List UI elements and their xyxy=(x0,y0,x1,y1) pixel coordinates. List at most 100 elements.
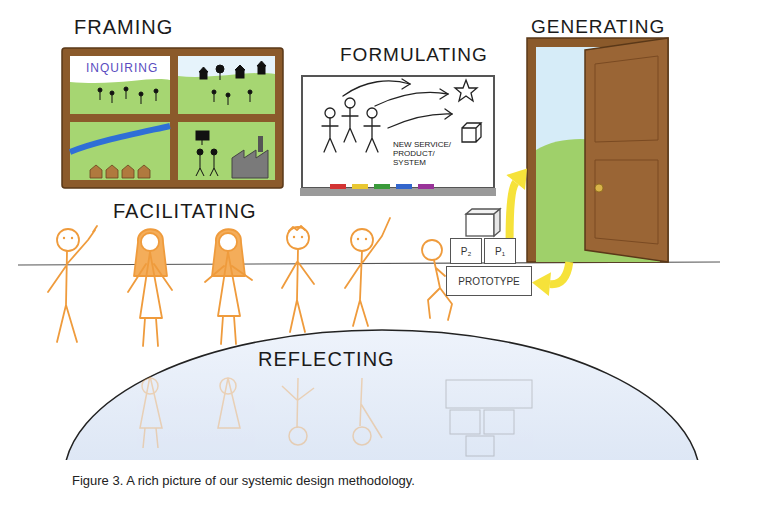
window-picture-part-part xyxy=(248,90,252,94)
arrowhead xyxy=(532,272,551,296)
process-arrow xyxy=(532,262,569,296)
window-picture-part-part xyxy=(199,67,208,72)
window-picture-part-part xyxy=(257,61,266,66)
box-label: PROTOTYPE xyxy=(458,276,520,287)
window-frame: FRAMINGINQUIRING xyxy=(62,16,284,190)
whiteboard-picture-part xyxy=(352,184,368,189)
window-picture-part-part xyxy=(200,72,207,79)
window-picture-part-part xyxy=(258,66,265,74)
stage-heading: FACILITATING xyxy=(113,200,257,223)
window-picture-part-part xyxy=(98,88,102,92)
window-picture-part xyxy=(90,165,150,178)
window-picture-part xyxy=(70,126,170,152)
facilitator-figures-part xyxy=(345,218,390,326)
arrow-shaft xyxy=(510,183,516,238)
window-picture-part-part xyxy=(250,94,251,102)
window-picture-part-part xyxy=(197,149,203,155)
prototype-box: PROTOTYPE xyxy=(446,266,532,296)
stage-heading: FORMULATING xyxy=(340,44,488,66)
door-picture-part xyxy=(595,160,658,244)
window-picture-part-part xyxy=(90,165,102,178)
window-picture-part-part xyxy=(112,95,113,103)
window-picture-part xyxy=(196,131,218,176)
facilitator-figures-part xyxy=(57,229,79,251)
window-picture-part-part xyxy=(220,72,221,80)
facilitator-figures-part xyxy=(141,233,159,251)
process-arrow xyxy=(506,169,527,238)
figure-eyes-part xyxy=(71,237,73,239)
whiteboard-picture-part-part xyxy=(375,93,448,107)
whiteboard-picture-part xyxy=(330,184,346,189)
prototype-box-top xyxy=(466,209,500,236)
facilitator-figures-part xyxy=(48,226,97,342)
whiteboard-picture-part-part xyxy=(364,118,380,152)
door: GENERATING xyxy=(527,16,668,262)
facilitator-figures-part xyxy=(219,233,237,251)
window-picture-part-part xyxy=(141,96,142,104)
window-picture-part-part xyxy=(236,70,244,78)
figure-eyes-part xyxy=(357,238,359,240)
prototype-box-top-part xyxy=(494,209,500,236)
whiteboard-picture-part-part xyxy=(325,108,335,118)
window-picture-part-part xyxy=(122,165,134,178)
window-picture-part xyxy=(178,122,275,180)
window-picture-part xyxy=(199,61,266,105)
whiteboard-picture-part-part xyxy=(402,79,410,89)
window-picture-part xyxy=(70,56,170,114)
window-picture-part-part xyxy=(139,92,143,96)
window-picture-part-part xyxy=(235,65,245,70)
whiteboard: FORMULATING NEW SERVICE/ PRODUCT/ SYSTEM xyxy=(300,44,496,196)
window-picture-part xyxy=(62,48,283,188)
box-label: P₂ xyxy=(461,246,472,257)
whiteboard-picture-part-part xyxy=(440,89,448,99)
facilitator-figures-part xyxy=(282,226,314,332)
prototype-box-top-part xyxy=(466,214,494,236)
stage-heading: REFLECTING xyxy=(258,348,395,371)
whiteboard-picture-part-part xyxy=(462,123,481,142)
whiteboard-picture-part-part xyxy=(367,108,377,118)
window-picture-part-part xyxy=(212,90,216,94)
prototype-box: P₁ xyxy=(484,238,516,264)
whiteboard-picture-part-part xyxy=(322,118,338,152)
arrowhead xyxy=(506,169,527,191)
window-picture-part-part xyxy=(228,97,229,105)
whiteboard-picture-part xyxy=(396,184,412,189)
window-picture-part-part xyxy=(226,93,230,97)
door-picture-part xyxy=(527,38,668,262)
window-picture-part-part xyxy=(200,168,204,176)
window-picture-part-part xyxy=(156,93,157,101)
facilitator-figures xyxy=(48,218,452,346)
window-picture-part-part xyxy=(214,155,215,168)
window-picture-part-part xyxy=(106,165,118,178)
box-label: P₁ xyxy=(495,246,505,257)
whiteboard-picture-part xyxy=(418,184,434,189)
figure-eyes-part xyxy=(365,238,367,240)
door-picture-part xyxy=(595,184,603,192)
window-picture-part xyxy=(258,136,263,152)
window-picture-part-part xyxy=(100,92,101,100)
facilitator-figures-part xyxy=(422,240,442,260)
window-picture-part xyxy=(70,122,170,180)
window-picture-part-part xyxy=(196,131,209,140)
window-picture-part-part xyxy=(214,168,218,176)
window-picture-part-part xyxy=(138,165,150,178)
figure-caption: Figure 3. A rich picture of our systemic… xyxy=(72,474,415,489)
window-picture-part-part xyxy=(216,65,224,73)
window-picture-part-part xyxy=(110,91,114,95)
board-note: NEW SERVICE/ PRODUCT/ SYSTEM xyxy=(393,140,459,168)
window-picture xyxy=(62,48,283,188)
window-picture-part-part xyxy=(210,168,214,176)
door-picture xyxy=(527,38,668,262)
window-picture-part xyxy=(232,150,268,178)
reflecting-pool: REFLECTING xyxy=(62,328,702,460)
whiteboard-picture-part-part xyxy=(455,80,477,101)
figure-eyes xyxy=(63,236,367,240)
facilitator-figures-part xyxy=(351,229,373,251)
facilitator-figures-part xyxy=(205,252,252,344)
window-picture-part xyxy=(178,56,275,114)
figure-eyes-part xyxy=(293,236,295,238)
whiteboard-picture-part-part xyxy=(343,81,410,96)
whiteboard-picture xyxy=(300,76,496,196)
window-picture-part-part xyxy=(126,91,127,99)
